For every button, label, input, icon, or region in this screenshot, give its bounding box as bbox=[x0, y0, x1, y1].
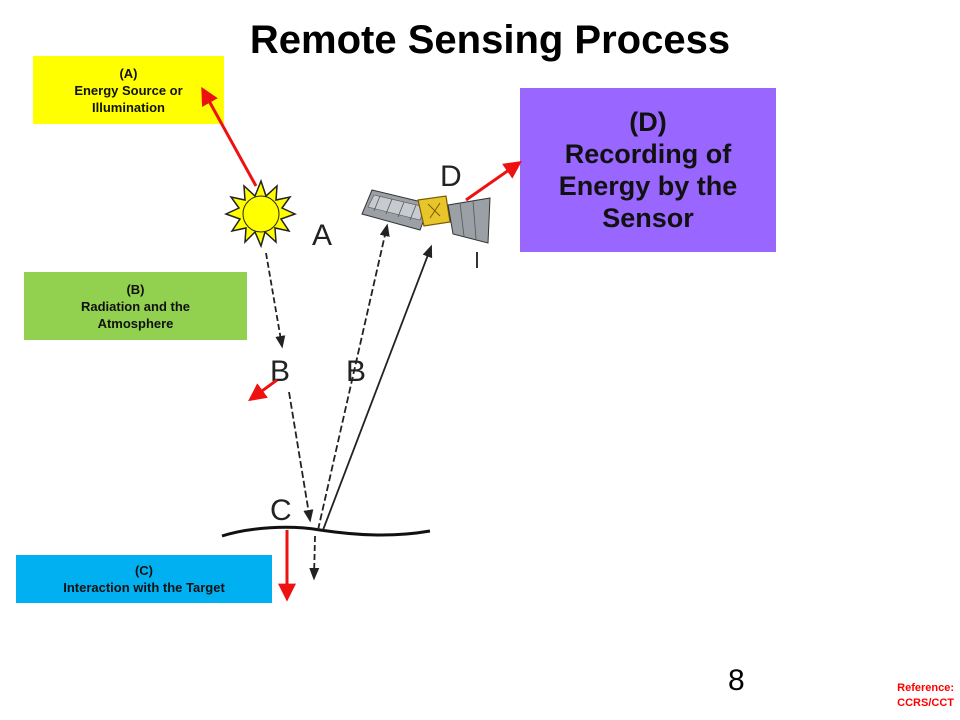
sun-icon bbox=[224, 178, 297, 249]
diagram-label-a: A bbox=[312, 219, 332, 252]
box-d-line-3: Sensor bbox=[602, 203, 694, 233]
box-a-line-2: Illumination bbox=[92, 99, 165, 115]
pointer-arrow-b bbox=[248, 378, 278, 402]
energy-path-arrows bbox=[265, 223, 433, 581]
box-b-line-2: Atmosphere bbox=[97, 315, 174, 331]
box-b-line-1: Radiation and the bbox=[80, 298, 191, 314]
box-d-line-1: Recording of bbox=[564, 139, 732, 169]
ground-surface-line bbox=[221, 525, 431, 538]
page-number: 8 bbox=[728, 664, 745, 697]
box-d-tag: (D) bbox=[629, 107, 667, 137]
box-c-tag: (C) bbox=[134, 563, 154, 578]
box-a-line-1: Energy Source or bbox=[74, 82, 183, 98]
diagram-label-c: C bbox=[270, 494, 292, 527]
diagram-label-b-reflected: B bbox=[346, 355, 366, 388]
reference-line-2: CCRS/CCT bbox=[897, 697, 954, 709]
box-b-tag: (B) bbox=[126, 281, 145, 297]
diagram-label-d: D bbox=[440, 160, 462, 193]
label-box-radiation-atmosphere: (B) Radiation and the Atmosphere bbox=[24, 272, 247, 340]
satellite-icon bbox=[361, 189, 491, 268]
label-box-energy-source: (A) Energy Source or Illumination bbox=[33, 56, 224, 124]
page-title: Remote Sensing Process bbox=[249, 18, 731, 62]
label-box-target-interaction: (C) Interaction with the Target bbox=[16, 555, 272, 603]
reference-line-1: Reference: bbox=[897, 682, 954, 694]
box-a-tag: (A) bbox=[119, 65, 138, 81]
pointer-arrow-d bbox=[465, 160, 522, 202]
box-d-line-2: Energy by the bbox=[558, 171, 738, 201]
box-c-line-1: Interaction with the Target bbox=[63, 580, 225, 595]
pointer-arrows bbox=[201, 86, 522, 602]
reference-note: Reference: CCRS/CCT bbox=[870, 681, 954, 711]
pointer-arrow-a bbox=[201, 86, 258, 187]
label-box-sensor-recording: (D) Recording of Energy by the Sensor bbox=[520, 88, 776, 252]
